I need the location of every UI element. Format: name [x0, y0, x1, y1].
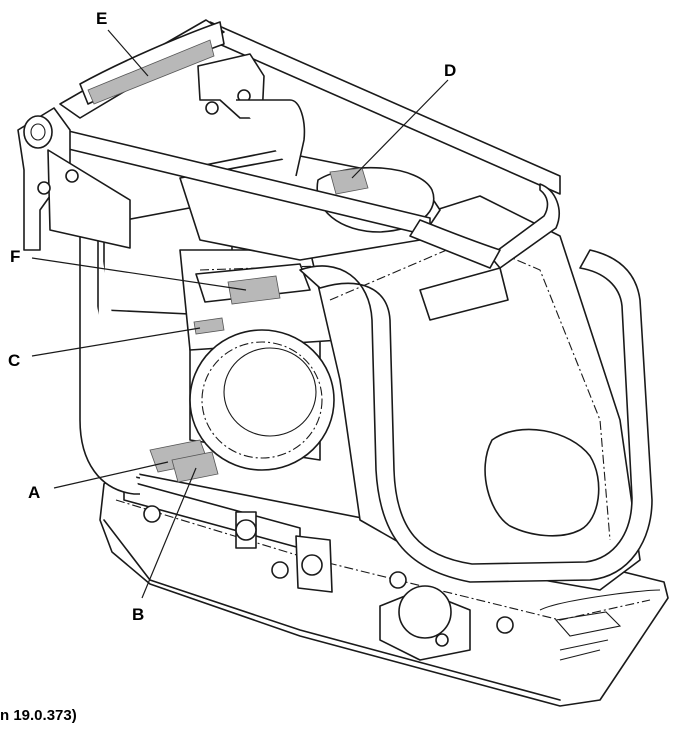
decal-D: [329, 167, 369, 195]
leader-A: [53, 461, 169, 489]
leader-D: [351, 79, 449, 179]
recoil-starter: [189, 329, 335, 471]
label-F: F: [10, 247, 20, 266]
label-D: D: [444, 61, 456, 80]
decals: [149, 275, 281, 483]
label-A: A: [28, 483, 40, 502]
label-C: C: [8, 351, 20, 370]
leader-lines: [31, 29, 449, 599]
callout-labels: E D F C A B: [8, 9, 456, 624]
decal-F: [227, 275, 281, 305]
leader-B: [141, 467, 197, 599]
decal-B: [171, 451, 219, 483]
decal-C: [193, 317, 225, 335]
leader-F: [31, 257, 247, 291]
leader-E: [107, 29, 149, 77]
label-E: E: [96, 9, 107, 28]
lower-frame: [123, 479, 514, 661]
decal-E: [87, 39, 215, 105]
figure-caption: n 19.0.373): [0, 707, 77, 724]
handle-frame: [17, 19, 653, 583]
leader-C: [31, 327, 201, 357]
label-B: B: [132, 605, 144, 624]
